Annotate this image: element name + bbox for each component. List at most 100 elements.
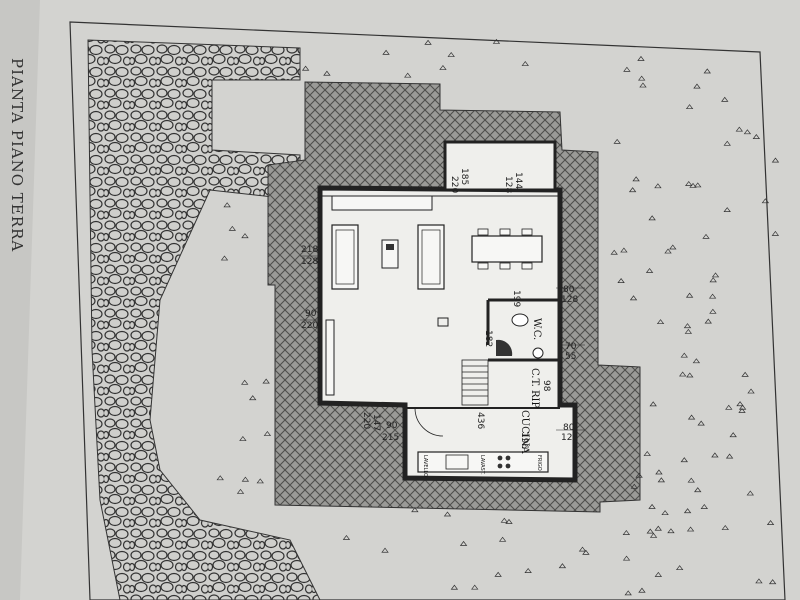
dim-128-d: 128 bbox=[561, 433, 578, 443]
gravel-triangle bbox=[620, 247, 628, 253]
gravel-triangle bbox=[450, 584, 459, 590]
gravel-triangle bbox=[685, 181, 693, 186]
gravel-triangle bbox=[629, 295, 638, 301]
dim-185: 185 bbox=[459, 168, 469, 185]
room-label-wc: W.C. bbox=[531, 318, 542, 340]
dining-chairs bbox=[477, 228, 533, 270]
gravel-triangle bbox=[648, 215, 656, 221]
gravel-triangle bbox=[683, 323, 692, 329]
gravel-triangle bbox=[709, 308, 717, 314]
stone-path bbox=[87, 39, 321, 600]
gravel-triangle bbox=[746, 490, 754, 496]
gravel-triangle bbox=[628, 187, 637, 193]
gravel-triangle bbox=[630, 483, 638, 489]
gravel-triangle bbox=[686, 526, 695, 532]
gravel-triangle bbox=[381, 547, 389, 553]
room-label-cucina: CUCINA bbox=[519, 410, 530, 454]
gravel-triangle bbox=[768, 579, 777, 585]
gravel-triangle bbox=[241, 476, 250, 482]
gravel-triangle bbox=[492, 38, 501, 44]
dim-436: 436 bbox=[475, 412, 485, 429]
sideboard bbox=[331, 195, 433, 211]
gravel-triangle bbox=[708, 293, 717, 299]
gravel-triangle bbox=[632, 176, 640, 182]
gravel-triangle bbox=[687, 477, 695, 483]
gravel-triangle bbox=[443, 511, 452, 517]
gravel-triangle bbox=[649, 401, 657, 407]
gravel-triangle bbox=[613, 138, 621, 144]
gravel-triangle bbox=[617, 278, 625, 283]
label-lavello: LAVELLO bbox=[422, 455, 428, 477]
gravel-triangle bbox=[342, 534, 351, 540]
gravel-triangle bbox=[686, 372, 694, 378]
gravel-triangle bbox=[498, 536, 507, 542]
gravel-triangle bbox=[664, 248, 672, 254]
gravel-triangle bbox=[771, 230, 780, 236]
gravel-triangle bbox=[643, 450, 651, 456]
gravel-triangle bbox=[301, 65, 310, 71]
dim-196: 196 bbox=[519, 432, 529, 449]
gravel-triangle bbox=[471, 584, 479, 590]
gravel-triangle bbox=[700, 504, 709, 509]
dim-220-c: 220 bbox=[361, 412, 371, 429]
gravel-triangle bbox=[654, 183, 662, 189]
gravel-triangle bbox=[239, 435, 247, 441]
gravel-triangle bbox=[249, 395, 257, 401]
gravel-triangle bbox=[735, 126, 744, 132]
gravel-triangle bbox=[692, 358, 701, 364]
plan-title: PIANTA PIANO TERRA bbox=[8, 58, 26, 252]
gravel-triangle bbox=[725, 453, 734, 459]
gravel-triangle bbox=[622, 555, 631, 561]
dim-147: 147 bbox=[371, 414, 381, 431]
dimension-lines bbox=[300, 255, 585, 431]
gravel-triangle bbox=[220, 255, 229, 261]
gravel-triangle bbox=[752, 134, 761, 139]
gravel-triangle bbox=[654, 571, 663, 577]
gravel-triangle bbox=[459, 540, 468, 546]
gravel-triangle bbox=[711, 272, 720, 278]
gravel-triangle bbox=[404, 72, 412, 78]
gravel-triangle bbox=[687, 414, 696, 420]
gravel-triangle bbox=[655, 469, 663, 475]
porch-niche bbox=[443, 140, 557, 192]
gravel-triangle bbox=[693, 83, 701, 89]
gravel-triangle bbox=[622, 530, 631, 535]
gravel-triangle bbox=[610, 249, 618, 255]
door-swing bbox=[414, 407, 444, 437]
gravel-triangle bbox=[747, 388, 755, 394]
gravel-triangle bbox=[694, 182, 702, 188]
gravel-triangle bbox=[624, 590, 632, 596]
gravel-triangle bbox=[723, 140, 731, 146]
dim-199: 199 bbox=[511, 290, 521, 307]
gravel-triangle bbox=[709, 277, 717, 283]
gravel-triangle bbox=[623, 66, 631, 72]
coffee-table-object bbox=[386, 244, 394, 250]
dim-128-c: 128 bbox=[561, 295, 578, 305]
wall-cabinet bbox=[325, 319, 335, 396]
gravel-triangle bbox=[743, 129, 752, 135]
gravel-triangle bbox=[228, 225, 237, 231]
gravel-triangle bbox=[738, 404, 747, 410]
gravel-triangle bbox=[675, 565, 684, 571]
toilet bbox=[511, 313, 529, 327]
dim-80-b: 80 bbox=[563, 423, 575, 433]
gravel-triangle bbox=[241, 233, 249, 239]
gravel-triangle bbox=[256, 478, 264, 484]
dim-80-a: 80 bbox=[563, 285, 575, 295]
gravel-triangle bbox=[637, 55, 645, 61]
gravel-triangle bbox=[649, 532, 658, 538]
gravel-triangle bbox=[411, 507, 419, 513]
dim-90-a: 90 bbox=[305, 309, 317, 319]
gravel-triangle bbox=[646, 528, 654, 534]
gravel-triangle bbox=[447, 52, 455, 57]
gravel-triangle bbox=[661, 510, 669, 516]
gravel-triangle bbox=[702, 233, 710, 239]
sink-basin bbox=[445, 454, 469, 470]
gravel-triangle bbox=[667, 528, 675, 534]
dim-55: 55 bbox=[565, 352, 576, 362]
gravel-triangle bbox=[582, 549, 590, 555]
gravel-triangle bbox=[694, 487, 702, 493]
gravel-triangle bbox=[505, 518, 513, 524]
gravel-triangle bbox=[223, 202, 231, 208]
